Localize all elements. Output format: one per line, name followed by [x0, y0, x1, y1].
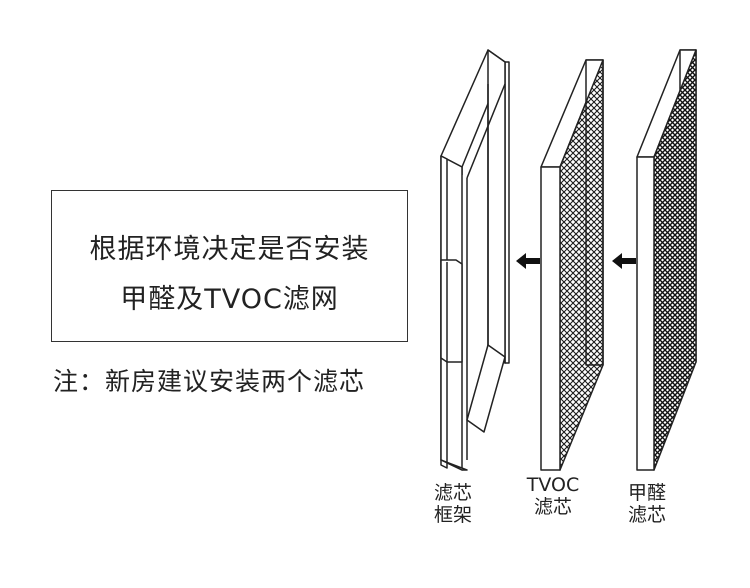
- label-filter-frame-line-1: 滤芯: [433, 482, 472, 504]
- label-formaldehyde-filter-line-1: 甲醛: [627, 482, 666, 504]
- filter-frame: [440, 49, 510, 471]
- info-box: 根据环境决定是否安装 甲醛及TVOC滤网: [51, 190, 408, 342]
- label-tvoc-filter: TVOC 滤芯: [513, 474, 593, 518]
- arrow-left-icon: [516, 253, 540, 269]
- label-formaldehyde-filter: 甲醛 滤芯: [607, 482, 687, 526]
- formaldehyde-filter: [636, 49, 697, 471]
- label-filter-frame-line-2: 框架: [433, 504, 472, 526]
- info-box-line-2: 甲醛及TVOC滤网: [120, 284, 339, 315]
- info-box-line-1: 根据环境决定是否安装: [89, 234, 370, 265]
- label-tvoc-filter-line-1: TVOC: [526, 474, 580, 496]
- label-filter-frame: 滤芯 框架: [413, 482, 493, 526]
- footnote: 注：新房建议安装两个滤芯: [53, 367, 366, 396]
- label-tvoc-filter-line-2: 滤芯: [533, 496, 572, 518]
- label-formaldehyde-filter-line-2: 滤芯: [627, 504, 666, 526]
- arrow-left-icon: [612, 253, 636, 269]
- tvoc-filter: [540, 59, 604, 471]
